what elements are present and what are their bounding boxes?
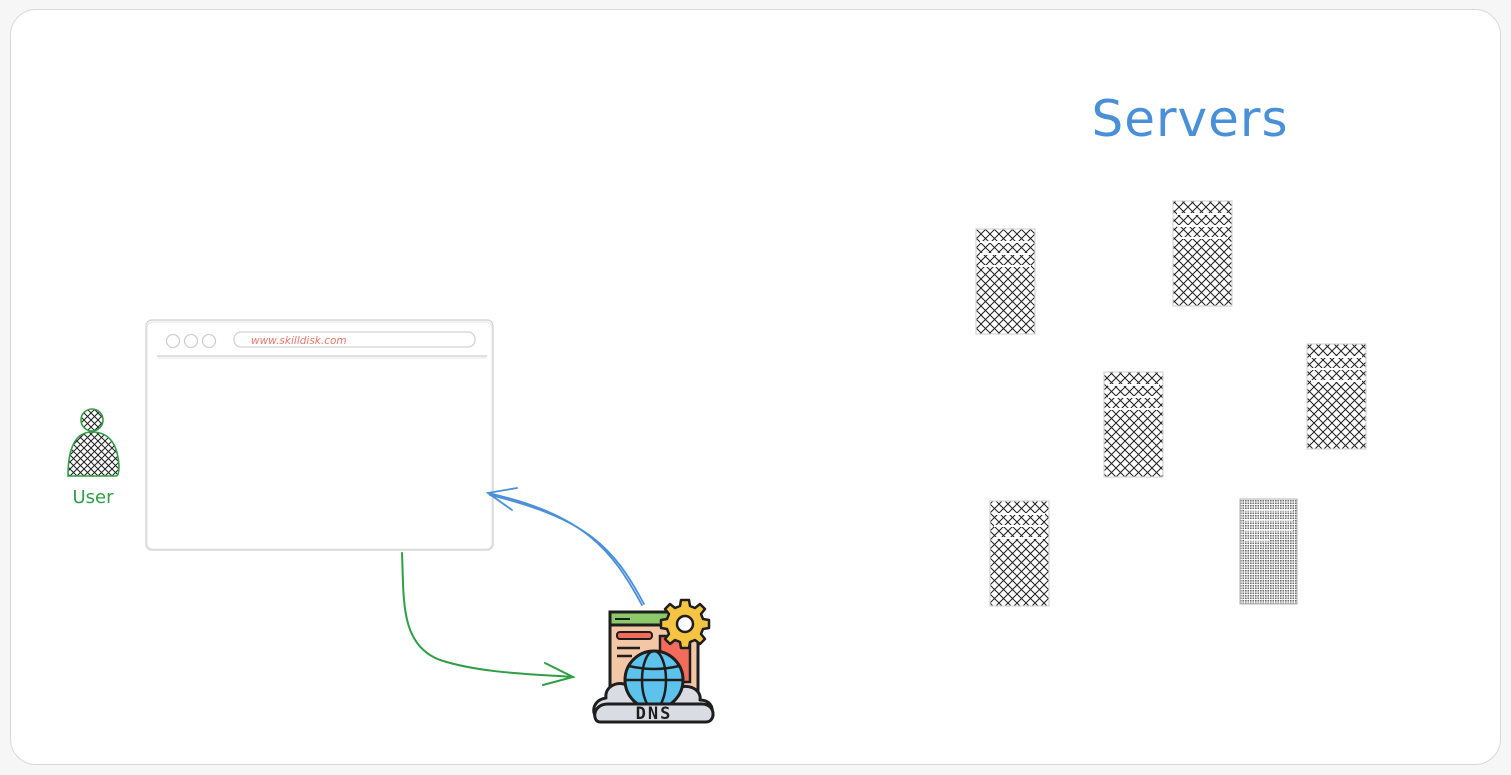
request-arrow bbox=[401, 552, 576, 686]
server-group bbox=[975, 200, 1367, 607]
server-rack-icon bbox=[989, 500, 1050, 607]
server-rack-icon bbox=[975, 228, 1036, 335]
user-figure: User bbox=[67, 408, 120, 508]
servers-title: Servers bbox=[1091, 90, 1288, 148]
server-rack-icon bbox=[1239, 498, 1298, 605]
dns-server-icon: DNS bbox=[592, 598, 715, 724]
dns-label: DNS bbox=[636, 704, 673, 724]
window-dot-icon bbox=[201, 333, 217, 349]
globe-icon bbox=[623, 649, 685, 711]
window-dot-icon bbox=[183, 333, 199, 349]
user-label: User bbox=[72, 487, 114, 508]
person-icon bbox=[67, 408, 120, 477]
gear-icon bbox=[659, 598, 711, 650]
response-arrow bbox=[485, 487, 645, 606]
window-controls bbox=[165, 333, 217, 349]
server-rack-icon bbox=[1172, 200, 1233, 307]
address-bar bbox=[233, 331, 476, 348]
server-rack-icon bbox=[1306, 343, 1367, 450]
browser-window: www.skilldisk.com bbox=[145, 319, 494, 551]
window-dot-icon bbox=[165, 333, 181, 349]
server-rack-icon bbox=[1103, 371, 1164, 478]
address-bar-url: www.skilldisk.com bbox=[251, 335, 347, 347]
